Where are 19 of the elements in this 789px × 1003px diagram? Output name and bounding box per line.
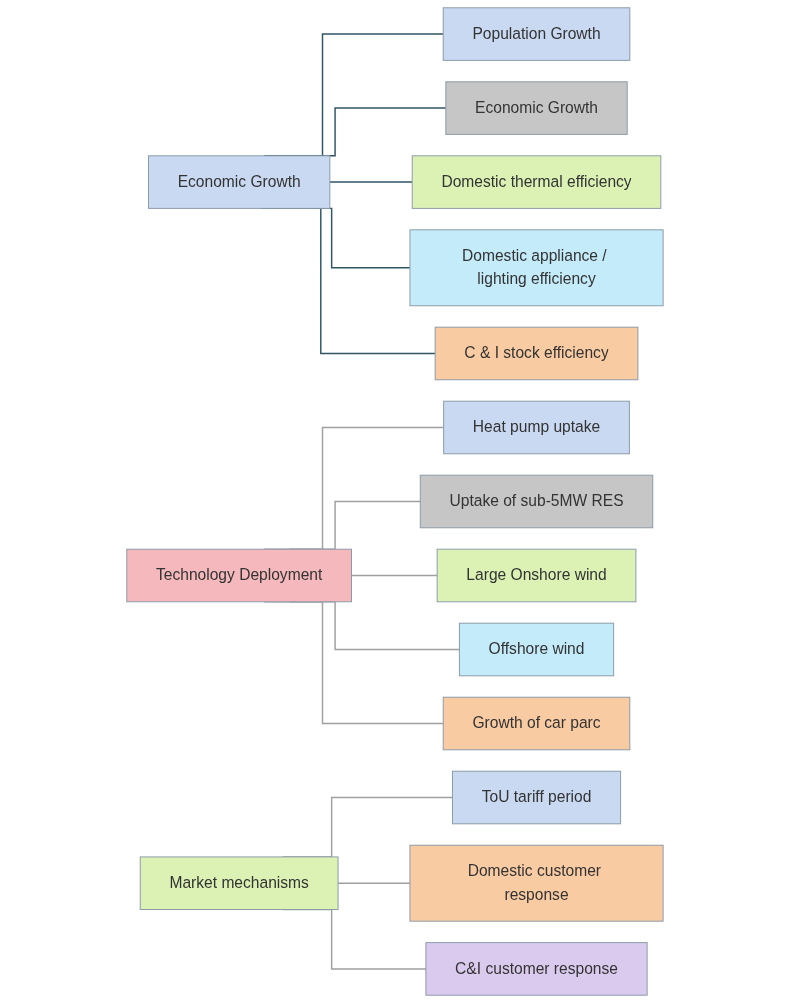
node-box: Economic Growth (147, 155, 330, 209)
node-box: Domestic thermal efficiency (411, 155, 661, 209)
node-box: Population Growth (442, 7, 630, 61)
node-box: Domestic appliance / lighting efficiency (409, 229, 664, 307)
node-box: Heat pump uptake (442, 400, 630, 455)
connector (350, 574, 438, 577)
node-box: Technology Deployment (125, 548, 352, 603)
node-box: Market mechanisms (139, 856, 339, 910)
node-box: Economic Growth (444, 81, 628, 135)
node-box: Domestic customer response (409, 844, 664, 922)
node-box: Offshore wind (458, 622, 614, 677)
connector (336, 882, 411, 884)
node-box: ToU tariff period (451, 770, 621, 825)
node-box: Large Onshore wind (436, 548, 636, 603)
node-box: Uptake of sub-5MW RES (419, 474, 653, 529)
node-box: C & I stock efficiency (434, 326, 638, 381)
node-box: C&I customer response (424, 942, 648, 996)
node-box: Growth of car parc (442, 696, 630, 751)
connector (328, 181, 413, 183)
